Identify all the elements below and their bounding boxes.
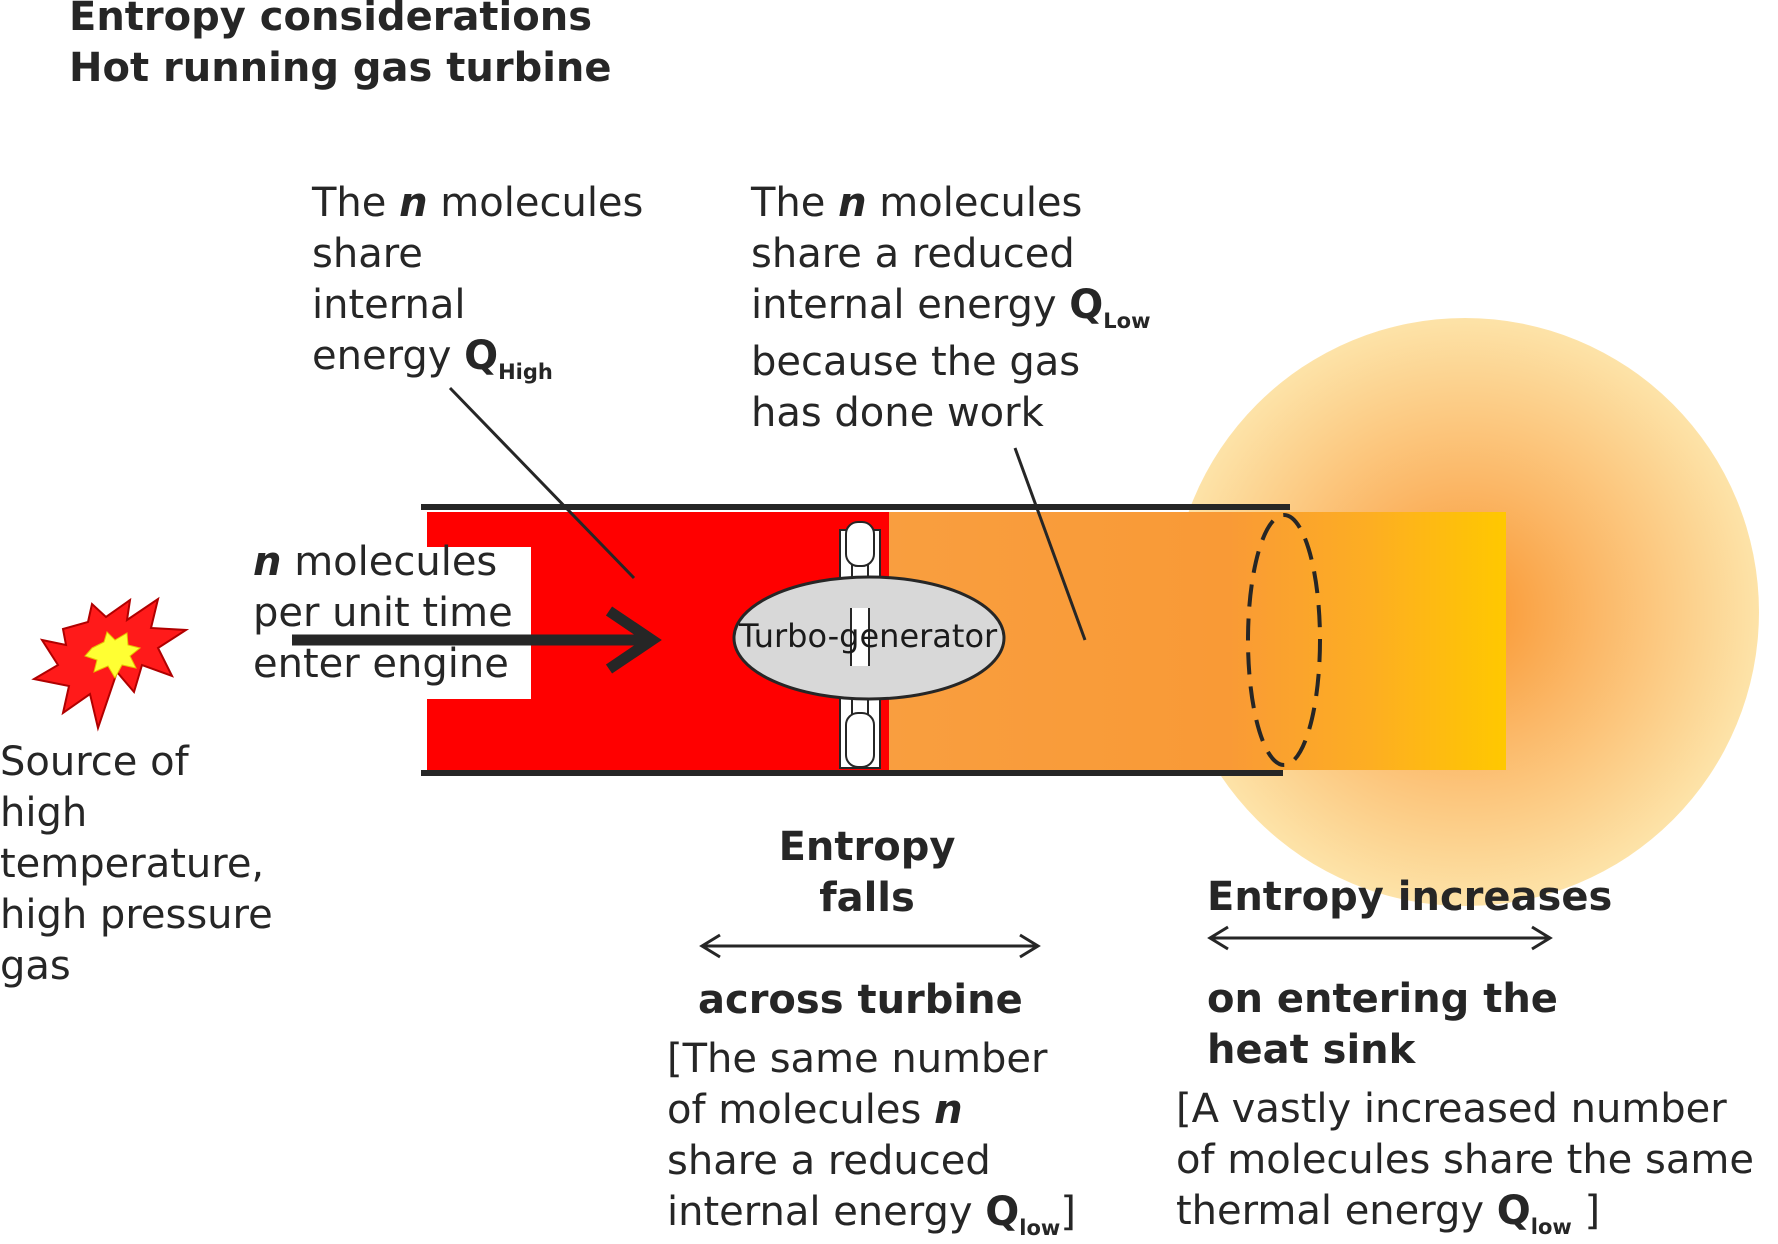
leader-line-low xyxy=(1013,447,1087,641)
entropy-increases-arrow xyxy=(1207,925,1553,951)
page-title: Entropy considerations Hot running gas t… xyxy=(69,0,612,91)
inlet-label-background xyxy=(255,547,531,699)
explosion-icon xyxy=(31,596,190,732)
entropy-increases-heading: Entropy increases xyxy=(1207,874,1613,920)
label-high-energy: The n molecules share internal energy QH… xyxy=(312,180,644,384)
entropy-falls-heading: Entropy falls xyxy=(778,824,956,921)
entropy-increases-note: [A vastly increased number of molecules … xyxy=(1176,1086,1754,1239)
leader-line-high xyxy=(448,386,636,580)
inlet-arrow xyxy=(292,606,662,674)
entropy-falls-arrow xyxy=(699,933,1041,959)
across-turbine-label: across turbine xyxy=(698,977,1023,1023)
label-low-energy: The n molecules share a reduced internal… xyxy=(751,180,1151,436)
entropy-falls-note: [The same number of molecules n share a … xyxy=(667,1036,1076,1240)
heat-sink-label: on entering the heat sink xyxy=(1207,976,1558,1073)
label-source: Source of high temperature, high pressur… xyxy=(0,739,273,989)
pipe-exit-ellipse xyxy=(1246,513,1322,767)
label-inlet: n molecules per unit time enter engine xyxy=(253,539,513,687)
turbine-label: Turbo-generator xyxy=(739,617,998,655)
